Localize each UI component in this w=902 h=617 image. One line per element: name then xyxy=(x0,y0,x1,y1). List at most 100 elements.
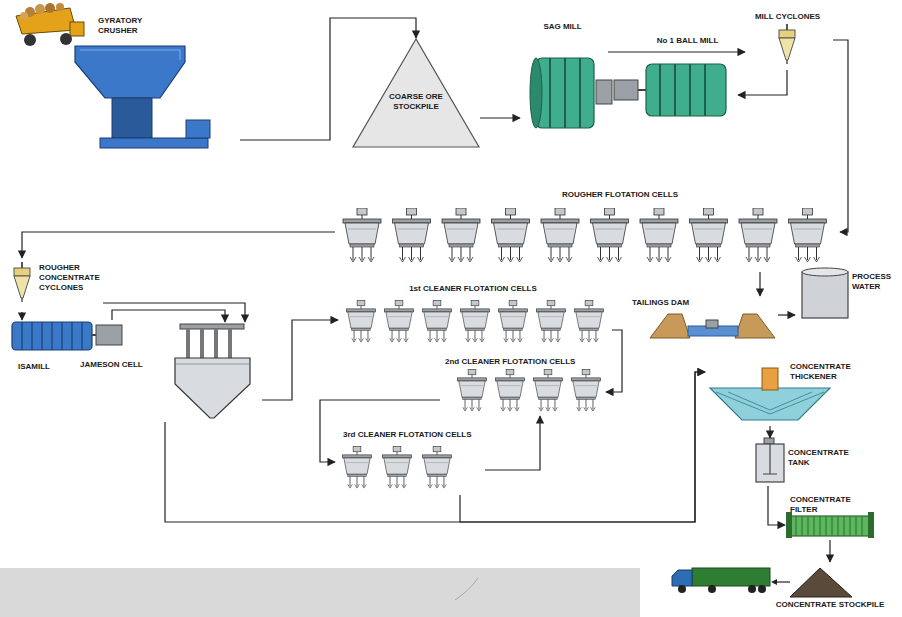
equipment-node: CONCENTRATE STOCKPILE xyxy=(770,562,893,614)
equipment-label: CONCENTRATE TANK xyxy=(788,448,852,468)
filter-plate xyxy=(832,516,833,536)
flow-line xyxy=(480,117,520,118)
filter-art xyxy=(786,512,874,538)
flow-line xyxy=(778,314,795,315)
flotation-cell xyxy=(495,369,524,411)
flow-line xyxy=(738,70,787,95)
flotation-cell xyxy=(541,208,579,262)
equipment-label: MILL CYCLONES xyxy=(745,12,830,22)
flow-line xyxy=(829,540,830,562)
equipment-node: 1st CLEANER FLOTATION CELLS xyxy=(338,282,612,352)
filter-plate xyxy=(808,516,809,536)
flow-line xyxy=(460,372,705,522)
equipment-node: JAMESON CELL xyxy=(78,322,262,422)
flow-line xyxy=(608,51,745,52)
flow-line xyxy=(21,312,22,320)
filter-plate xyxy=(826,516,827,536)
equipment-label: ROUGHER CONCENTRATE CYCLONES xyxy=(39,263,101,293)
equipment-node: 2nd CLEANER FLOTATION CELLS xyxy=(440,355,606,416)
isamill-rib xyxy=(71,322,72,350)
equipment-label: JAMESON CELL xyxy=(80,360,143,370)
flow-line xyxy=(759,272,760,296)
isamill-rib xyxy=(61,322,62,350)
filter-plate xyxy=(838,516,839,536)
flow-line xyxy=(262,320,338,400)
flotation-cell xyxy=(422,446,451,488)
equipment-label: PROCESS WATER xyxy=(852,272,896,292)
equipment-node: COARSE ORE STOCKPILE xyxy=(352,38,480,148)
equipment-label: CONCENTRATE FILTER xyxy=(790,495,854,515)
tailings-dam-art xyxy=(650,314,775,338)
equipment-node: PROCESS WATER xyxy=(795,262,899,322)
equipment-node: ROUGHER FLOTATION CELLS xyxy=(335,188,840,272)
flotation-cell xyxy=(739,208,777,262)
flow-line xyxy=(22,232,335,258)
filter-plate xyxy=(796,516,797,536)
flow-line xyxy=(606,330,622,392)
flotation-cell xyxy=(492,208,530,262)
stockpile-art xyxy=(790,568,852,597)
flotation-cell xyxy=(574,300,603,342)
road-truck xyxy=(672,568,770,593)
flotation-cell xyxy=(442,208,480,262)
equipment-label: CONCENTRATE STOCKPILE xyxy=(770,600,890,610)
equipment-node: ISAMILL xyxy=(8,320,124,378)
ball-mill-art xyxy=(614,64,726,116)
equipment-node: GYRATORY CRUSHER xyxy=(85,12,240,155)
equipment-label: SAG MILL xyxy=(520,22,605,32)
filter-plate xyxy=(844,516,845,536)
flotation-cell xyxy=(346,300,375,342)
flotation-cell xyxy=(343,208,381,262)
isamill-rib xyxy=(31,322,32,350)
equipment-node: CONCENTRATE TANK xyxy=(750,438,880,486)
flotation-cell xyxy=(591,208,629,262)
equipment-node: MILL CYCLONES xyxy=(745,12,833,70)
filter-plate xyxy=(814,516,815,536)
flotation-cell xyxy=(382,446,411,488)
flotation-cell xyxy=(640,208,678,262)
equipment-label: 2nd CLEANER FLOTATION CELLS xyxy=(445,357,575,367)
equipment-node: 3rd CLEANER FLOTATION CELLS xyxy=(335,428,485,495)
equipment-label: ISAMILL xyxy=(18,362,50,372)
flow-line xyxy=(769,426,770,438)
equipment-node: ROUGHER CONCENTRATE CYCLONES xyxy=(5,258,103,312)
sag-mill-art xyxy=(530,58,612,128)
water-tank-art xyxy=(802,268,848,318)
flow-line xyxy=(165,372,705,522)
flow-line xyxy=(112,310,225,322)
flow-line xyxy=(768,486,785,525)
equipment-node: TAILINGS DAM xyxy=(630,296,778,342)
flow-line xyxy=(833,40,848,232)
flotation-cell xyxy=(342,446,371,488)
flotation-cell xyxy=(422,300,451,342)
flotation-cell xyxy=(384,300,413,342)
jameson-cell-art xyxy=(175,324,250,418)
flotation-cell xyxy=(533,369,562,411)
equipment-label: COARSE ORE STOCKPILE xyxy=(384,92,448,112)
flotation-cell xyxy=(789,208,827,262)
isamill-rib xyxy=(81,322,82,350)
flow-line xyxy=(103,303,245,322)
equipment-label: GYRATORY CRUSHER xyxy=(98,16,158,36)
flow-line xyxy=(485,416,540,470)
filter-plate xyxy=(856,516,857,536)
equipment-node: CONCENTRATE FILTER xyxy=(785,493,880,540)
equipment-node: CONCENTRATE THICKENER xyxy=(705,360,854,426)
filter-plate xyxy=(862,516,863,536)
isamill-rib xyxy=(41,322,42,350)
tank-art xyxy=(756,438,784,482)
equipment-label: 1st CLEANER FLOTATION CELLS xyxy=(368,284,578,294)
isamill-rib xyxy=(51,322,52,350)
flotation-cell xyxy=(536,300,565,342)
equipment-label: No 1 BALL MILL xyxy=(640,36,735,46)
isamill-art xyxy=(12,322,122,350)
equipment-label: ROUGHER FLOTATION CELLS xyxy=(435,190,805,200)
gyratory-crusher-art xyxy=(75,46,210,148)
equipment-label: TAILINGS DAM xyxy=(632,298,689,308)
filter-plate xyxy=(820,516,821,536)
filter-plate xyxy=(850,516,851,536)
isamill-rib xyxy=(21,322,22,350)
flotation-cell xyxy=(571,369,600,411)
dump-truck xyxy=(16,3,84,46)
